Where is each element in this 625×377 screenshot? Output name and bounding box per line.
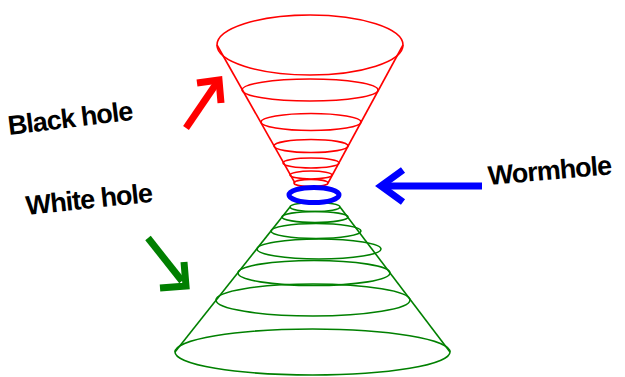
wormhole-throat — [289, 188, 339, 203]
white-hole-arrow — [148, 238, 186, 288]
funnel-ring — [257, 239, 381, 259]
black-hole-label: Black hole — [6, 97, 134, 142]
white-hole-funnel — [175, 203, 450, 376]
white-hole-label: White hole — [24, 179, 153, 222]
funnel-ring — [274, 140, 348, 153]
wormhole-arrow — [381, 170, 482, 202]
funnel-ring — [238, 261, 390, 286]
funnel-ring — [283, 158, 339, 168]
funnel-ring — [242, 79, 378, 101]
funnel-ring — [261, 114, 361, 131]
funnel-ring — [217, 15, 403, 75]
funnel-ring — [271, 224, 361, 239]
pointer-arrows — [148, 80, 482, 288]
black-hole-funnel — [217, 15, 403, 187]
funnel-ring — [175, 329, 450, 375]
funnel-ring — [282, 212, 348, 223]
wormhole-label: Wormhole — [487, 151, 613, 191]
black-hole-arrow — [186, 80, 221, 128]
funnel-ring — [290, 171, 332, 179]
funnel-ring — [216, 284, 410, 316]
